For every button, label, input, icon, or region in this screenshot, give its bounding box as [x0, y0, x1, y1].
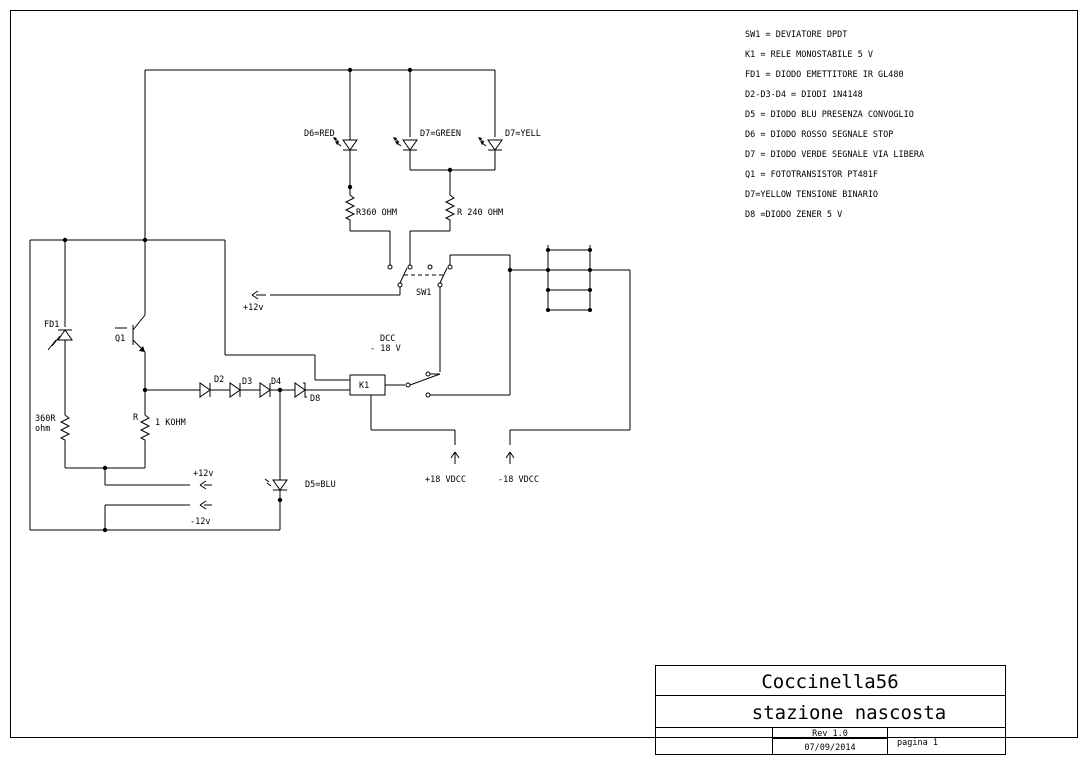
led-bank [145, 67, 503, 265]
label-360r: 360R [35, 414, 56, 424]
phototransistor-q1-icon [115, 314, 146, 353]
label-d7-yell: D7=YELL [505, 129, 541, 139]
led-d7-yellow-icon [478, 137, 503, 151]
note-line: D7 = DIODO VERDE SEGNALE VIA LIBERA [745, 150, 924, 160]
note-line: D5 = DIODO BLU PRESENZA CONVOGLIO [745, 110, 914, 120]
label-plus12-in: +12v [193, 469, 213, 479]
drawing-border [10, 10, 1078, 738]
title-block-rev: Rev 1.0 [812, 729, 848, 739]
resistor-1k-icon [139, 414, 151, 468]
note-line: Q1 = FOTOTRANSISTOR PT481F [745, 170, 878, 180]
led-d5-blue-icon [264, 478, 288, 491]
label-d6: D6=RED [304, 129, 335, 139]
label-r360: R360 OHM [356, 208, 397, 218]
label-plus18: +18 VDCC [425, 475, 466, 485]
ir-diode-fd1-icon [47, 329, 73, 351]
label-d7-green: D7=GREEN [420, 129, 461, 139]
label-minus18: -18 VDCC [498, 475, 539, 485]
note-line: K1 = RELE MONOSTABILE 5 V [745, 50, 873, 60]
title-block-date: 07/09/2014 [804, 743, 855, 753]
resistor-r240-icon [444, 194, 456, 231]
label-d5: D5=BLU [305, 480, 336, 490]
led-d7-green-icon [393, 137, 418, 151]
label-minus12-in: -12v [190, 517, 210, 527]
resistor-r360-icon [344, 187, 356, 231]
track-rails [507, 245, 631, 445]
switch-sw1 [270, 254, 510, 372]
note-line: SW1 = DEVIATORE DPDT [745, 30, 847, 40]
label-d8: D8 [310, 394, 320, 404]
note-line: D2-D3-D4 = DIODI 1N4148 [745, 90, 863, 100]
plus12-in-connector-icon [199, 480, 212, 490]
diode-d2-icon [199, 382, 211, 398]
component-notes: SW1 = DEVIATORE DPDT K1 = RELE MONOSTABI… [745, 30, 924, 220]
note-line: D8 =DIODO ZENER 5 V [745, 210, 842, 220]
label-plus12-sw: +12v [243, 303, 263, 313]
title-block-subtitle: stazione nascosta [752, 702, 946, 724]
label-dcc: DCC [380, 334, 395, 344]
detector-section [29, 70, 350, 533]
label-d2: D2 [214, 375, 224, 385]
resistor-360r-icon [59, 414, 71, 468]
label-q1: Q1 [115, 334, 125, 344]
title-block-page: pagina 1 [897, 738, 938, 748]
relay-k1 [349, 371, 510, 445]
label-d3: D3 [242, 377, 252, 387]
note-line: D7=YELLOW TENSIONE BINARIO [745, 190, 878, 200]
label-r-1k-r: R [133, 413, 139, 423]
diode-d3-icon [229, 382, 241, 398]
note-line: D6 = DIODO ROSSO SEGNALE STOP [745, 130, 893, 140]
label-r-1k: 1 KOHM [155, 418, 186, 428]
minus18-connector-icon [505, 451, 515, 464]
title-block: Coccinella56 stazione nascosta Rev 1.0 0… [655, 665, 1006, 755]
label-sw1: SW1 [416, 288, 431, 298]
label-fd1: FD1 [44, 320, 59, 330]
plus18-connector-icon [450, 451, 460, 464]
label-r240: R 240 OHM [457, 208, 503, 218]
title-block-title: Coccinella56 [761, 671, 898, 693]
minus12-in-connector-icon [199, 500, 212, 510]
label-d4: D4 [271, 377, 281, 387]
label-360r-ohm: ohm [35, 424, 50, 434]
label-k1: K1 [359, 381, 369, 391]
label-dcc-voltage: - 18 V [370, 344, 401, 354]
plus12-sw-connector-icon [251, 290, 266, 300]
note-line: FD1 = DIODO EMETTITORE IR GL480 [745, 70, 904, 80]
led-d6-red-icon [333, 137, 358, 151]
diode-d4-icon [259, 382, 271, 398]
